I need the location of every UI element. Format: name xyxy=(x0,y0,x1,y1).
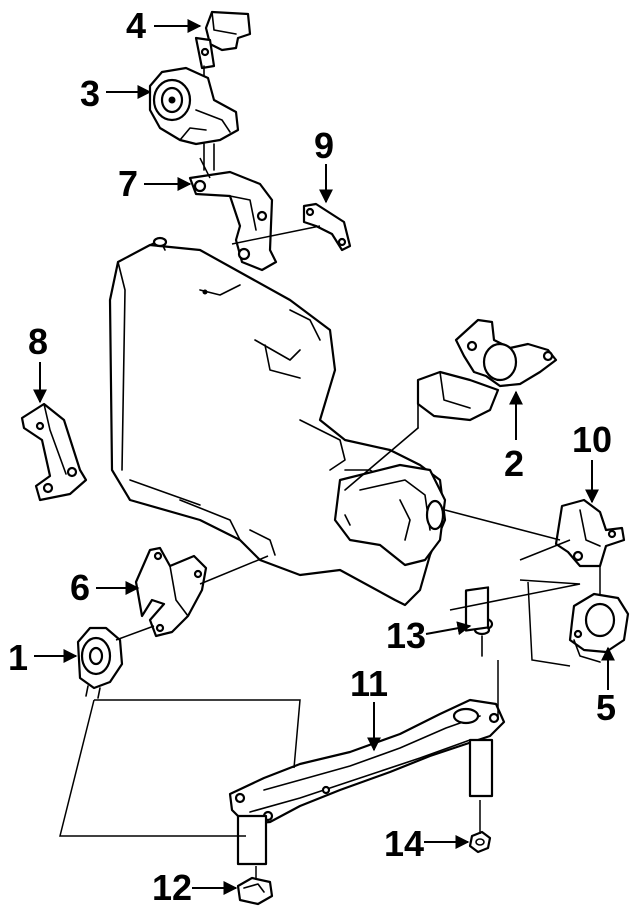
svg-text:11: 11 xyxy=(350,663,388,704)
transmission-case xyxy=(333,463,447,567)
part-8-mount-plate xyxy=(20,402,88,502)
callout-3: 3 xyxy=(80,73,152,114)
part-4-upper-bracket xyxy=(194,10,252,81)
part-11-crossmember xyxy=(228,698,506,826)
svg-text:9: 9 xyxy=(314,125,334,166)
callout-6: 6 xyxy=(70,567,140,608)
callout-7: 7 xyxy=(118,163,192,204)
part-5-rear-mount xyxy=(568,592,630,663)
part-6-left-bracket xyxy=(134,546,208,638)
callout-9: 9 xyxy=(314,125,334,204)
callout-11: 11 xyxy=(350,663,388,752)
part-10-rear-bracket xyxy=(554,498,626,568)
svg-text:13: 13 xyxy=(386,615,426,656)
callout-14: 14 xyxy=(384,823,470,864)
part-7-engine-bracket xyxy=(188,170,278,272)
svg-text:14: 14 xyxy=(384,823,424,864)
callout-10: 10 xyxy=(572,419,612,504)
connection-lines xyxy=(59,157,601,878)
svg-text:6: 6 xyxy=(70,567,90,608)
svg-text:7: 7 xyxy=(118,163,138,204)
callout-8: 8 xyxy=(28,321,48,404)
part-3-mount-insulator xyxy=(148,66,240,171)
callout-13: 13 xyxy=(386,615,472,656)
part-1-left-mount xyxy=(76,626,124,699)
callout-1: 1 xyxy=(8,637,78,678)
callout-4: 4 xyxy=(126,5,202,46)
svg-text:2: 2 xyxy=(504,443,524,484)
callout-2: 2 xyxy=(504,390,524,484)
svg-text:4: 4 xyxy=(126,5,146,46)
callout-12: 12 xyxy=(152,867,238,908)
svg-text:12: 12 xyxy=(152,867,192,908)
svg-text:5: 5 xyxy=(596,687,616,728)
part-9-small-bracket xyxy=(302,202,352,252)
svg-text:8: 8 xyxy=(28,321,48,362)
svg-text:3: 3 xyxy=(80,73,100,114)
svg-text:1: 1 xyxy=(8,637,28,678)
part-14-nut xyxy=(468,830,492,854)
part-12-stopper xyxy=(236,876,274,906)
part-2-right-mount xyxy=(344,318,558,491)
hatched-strips xyxy=(236,586,494,866)
svg-text:10: 10 xyxy=(572,419,612,460)
callout-5: 5 xyxy=(596,646,616,728)
